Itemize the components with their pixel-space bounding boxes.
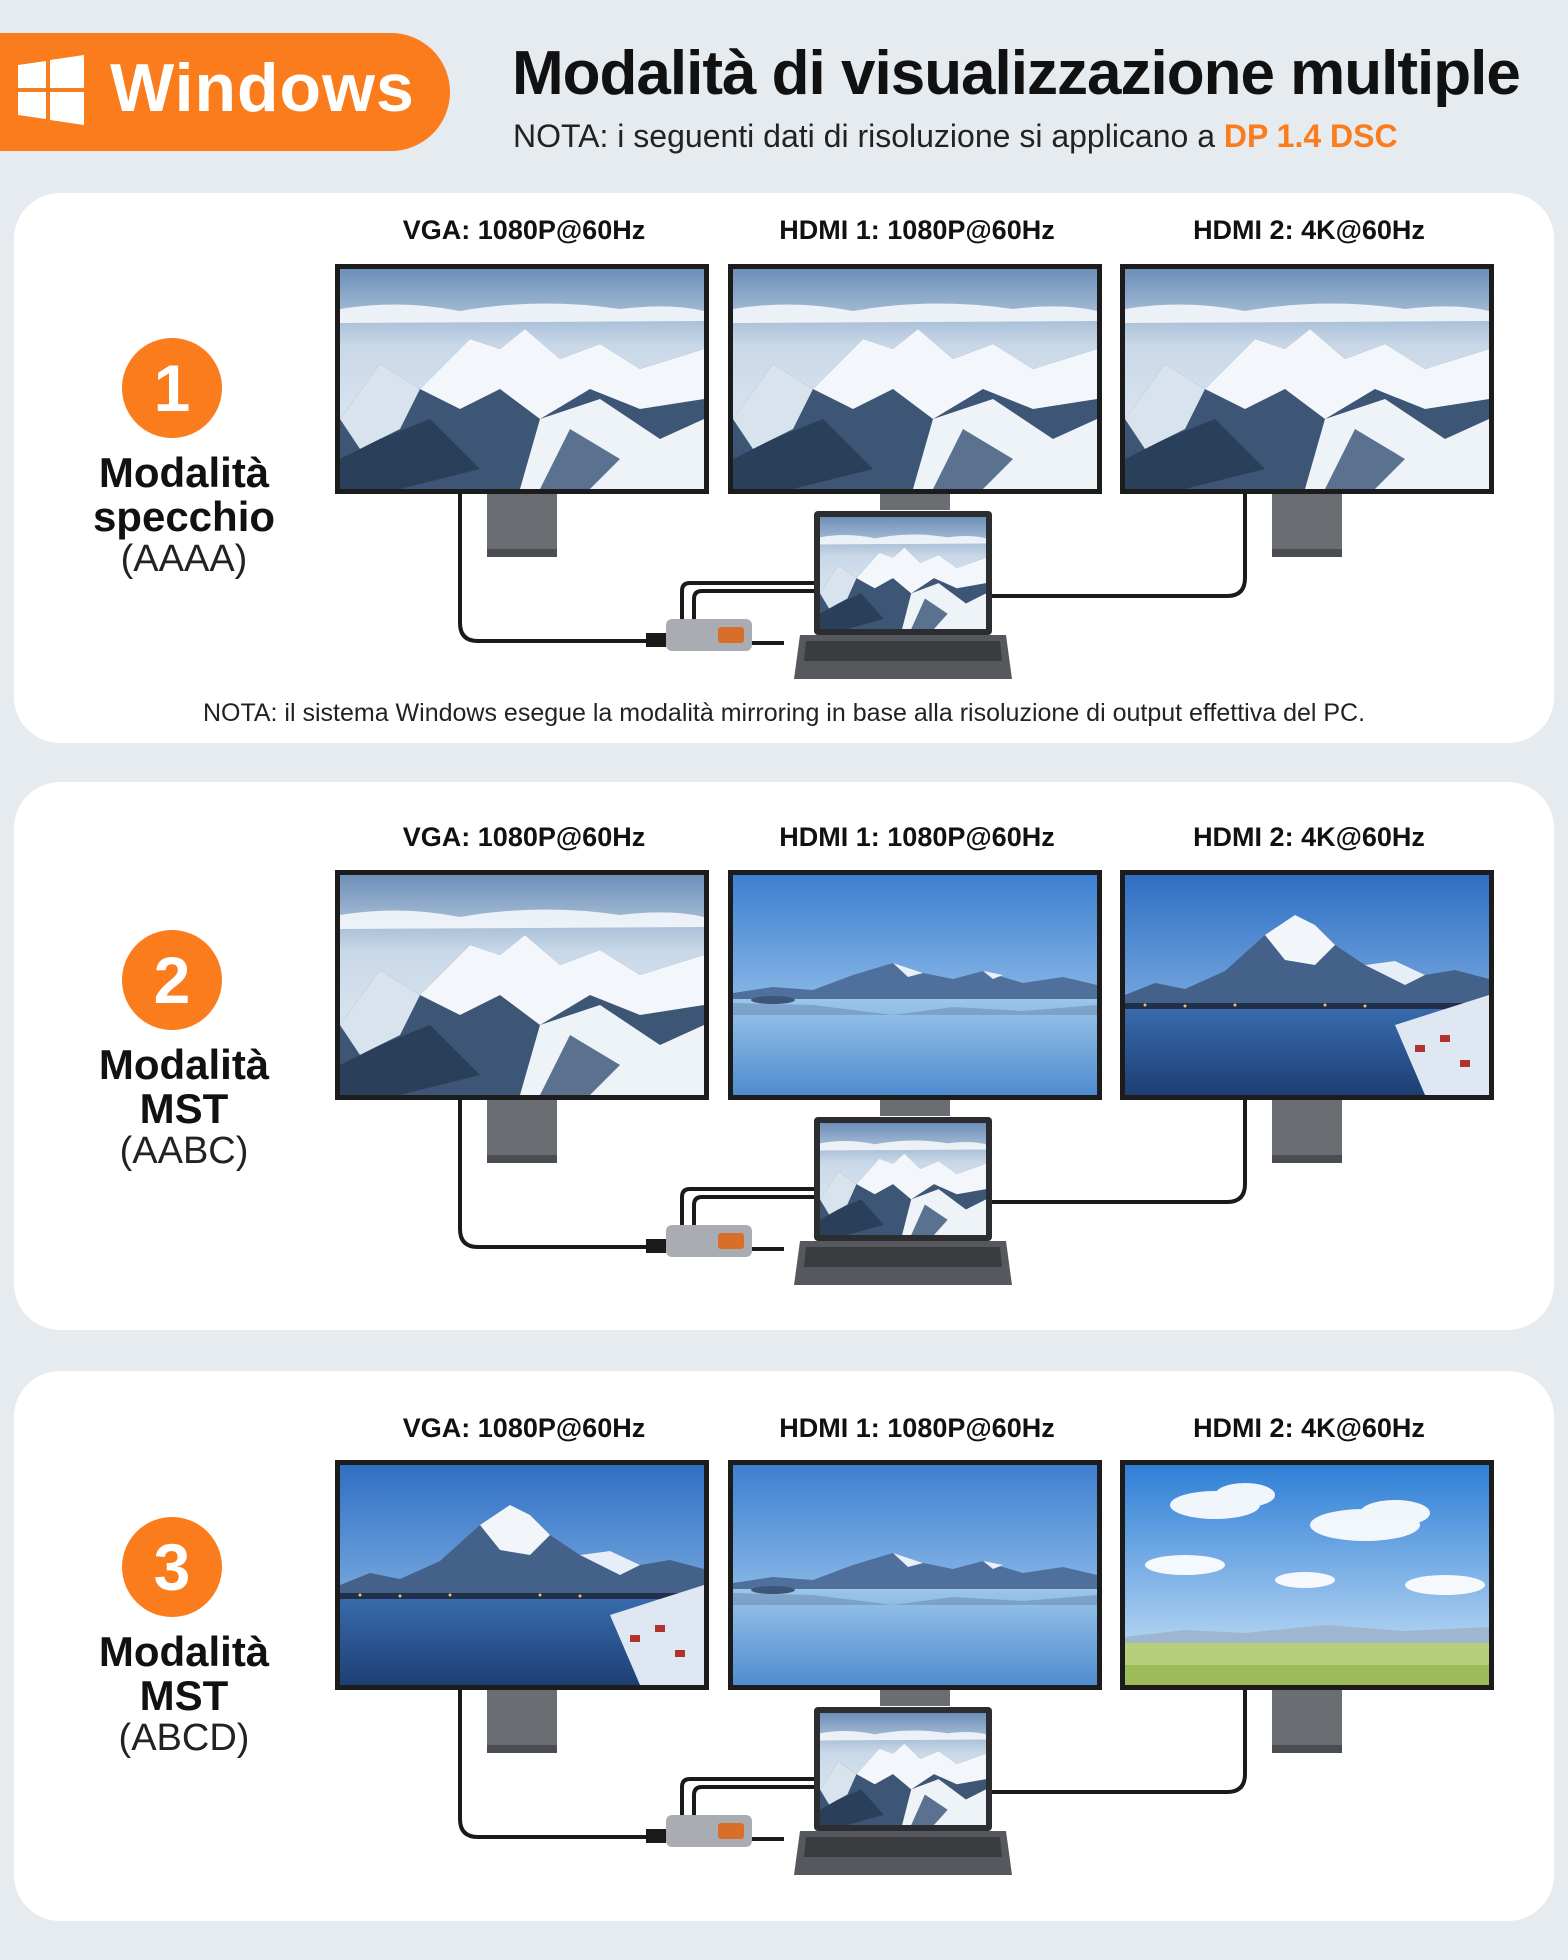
port-label-hdmi2: HDMI 2: 4K@60Hz <box>1193 1413 1425 1443</box>
mode-number-badge: 1 <box>122 338 222 438</box>
screen-image-sky-clouds <box>1125 1465 1489 1685</box>
monitor-screen-3 <box>1120 870 1494 1100</box>
monitor-screen-2 <box>728 870 1102 1100</box>
header-note: NOTA: i seguenti dati di risoluzione si … <box>513 118 1398 155</box>
port-label-hdmi2: HDMI 2: 4K@60Hz <box>1193 822 1425 852</box>
screen-image-snow-mountains <box>733 269 1097 489</box>
mode-name-line2: specchio <box>92 493 276 540</box>
monitor-screen-1 <box>335 870 709 1100</box>
mode-note: NOTA: il sistema Windows esegue la modal… <box>202 699 1366 727</box>
windows-logo-icon <box>18 55 84 125</box>
monitor-screen-2 <box>728 1460 1102 1690</box>
port-label-vga: VGA: 1080P@60Hz <box>402 1413 646 1443</box>
screen-image-lake-mountains <box>733 875 1097 1095</box>
mode-name-line2: MST <box>139 1672 229 1719</box>
port-label-hdmi1: HDMI 1: 1080P@60Hz <box>779 1413 1055 1443</box>
mode-number-badge: 3 <box>122 1517 222 1617</box>
page-title: Modalità di visualizzazione multiple <box>512 39 1521 108</box>
mode-name-line1: Modalità <box>98 449 270 496</box>
header-note-text: NOTA: i seguenti dati di risoluzione si … <box>513 118 1224 154</box>
mode-panel-3: 3 Modalità MST (ABCD) VGA: 1080P@60Hz HD… <box>14 1371 1554 1921</box>
mode-name-line1: Modalità <box>98 1041 270 1088</box>
mode-panel-1: 1 Modalità specchio (AAAA) VGA: 1080P@60… <box>14 193 1554 743</box>
screen-image-fjord-village <box>1125 875 1489 1095</box>
mode-code: (AAAA) <box>120 538 248 580</box>
mode-name: Modalità specchio <box>44 451 324 539</box>
usb-hub <box>666 619 752 651</box>
usb-hub <box>666 1815 752 1847</box>
laptop-screen-image <box>820 1123 986 1235</box>
port-label-hdmi1: HDMI 1: 1080P@60Hz <box>779 215 1055 245</box>
mode-code: (ABCD) <box>118 1717 250 1759</box>
monitor-screen-3 <box>1120 264 1494 494</box>
mode-number-badge: 2 <box>122 930 222 1030</box>
mode-name: Modalità MST <box>44 1630 324 1718</box>
port-label-hdmi2: HDMI 2: 4K@60Hz <box>1193 215 1425 245</box>
monitor-screen-1 <box>335 1460 709 1690</box>
mode-code: (AABC) <box>119 1130 249 1172</box>
monitor-screen-2 <box>728 264 1102 494</box>
mode-panel-2: 2 Modalità MST (AABC) VGA: 1080P@60Hz HD… <box>14 782 1554 1330</box>
monitor-screen-1 <box>335 264 709 494</box>
port-label-vga: VGA: 1080P@60Hz <box>402 215 646 245</box>
port-label-hdmi1: HDMI 1: 1080P@60Hz <box>779 822 1055 852</box>
laptop <box>814 1707 992 1831</box>
port-label-vga: VGA: 1080P@60Hz <box>402 822 646 852</box>
header-note-highlight: DP 1.4 DSC <box>1223 118 1398 154</box>
laptop-screen-image <box>820 517 986 629</box>
laptop <box>814 511 992 635</box>
mode-name-line2: MST <box>139 1085 229 1132</box>
laptop <box>814 1117 992 1241</box>
windows-badge: Windows <box>0 33 450 151</box>
laptop-screen-image <box>820 1713 986 1825</box>
screen-image-snow-mountains <box>340 875 704 1095</box>
windows-badge-label: Windows <box>110 50 415 126</box>
screen-image-lake-mountains <box>733 1465 1097 1685</box>
mode-name-line1: Modalità <box>98 1628 270 1675</box>
screen-image-snow-mountains <box>340 269 704 489</box>
usb-hub <box>666 1225 752 1257</box>
mode-name: Modalità MST <box>44 1043 324 1131</box>
monitor-screen-3 <box>1120 1460 1494 1690</box>
screen-image-snow-mountains <box>1125 269 1489 489</box>
screen-image-fjord-village <box>340 1465 704 1685</box>
